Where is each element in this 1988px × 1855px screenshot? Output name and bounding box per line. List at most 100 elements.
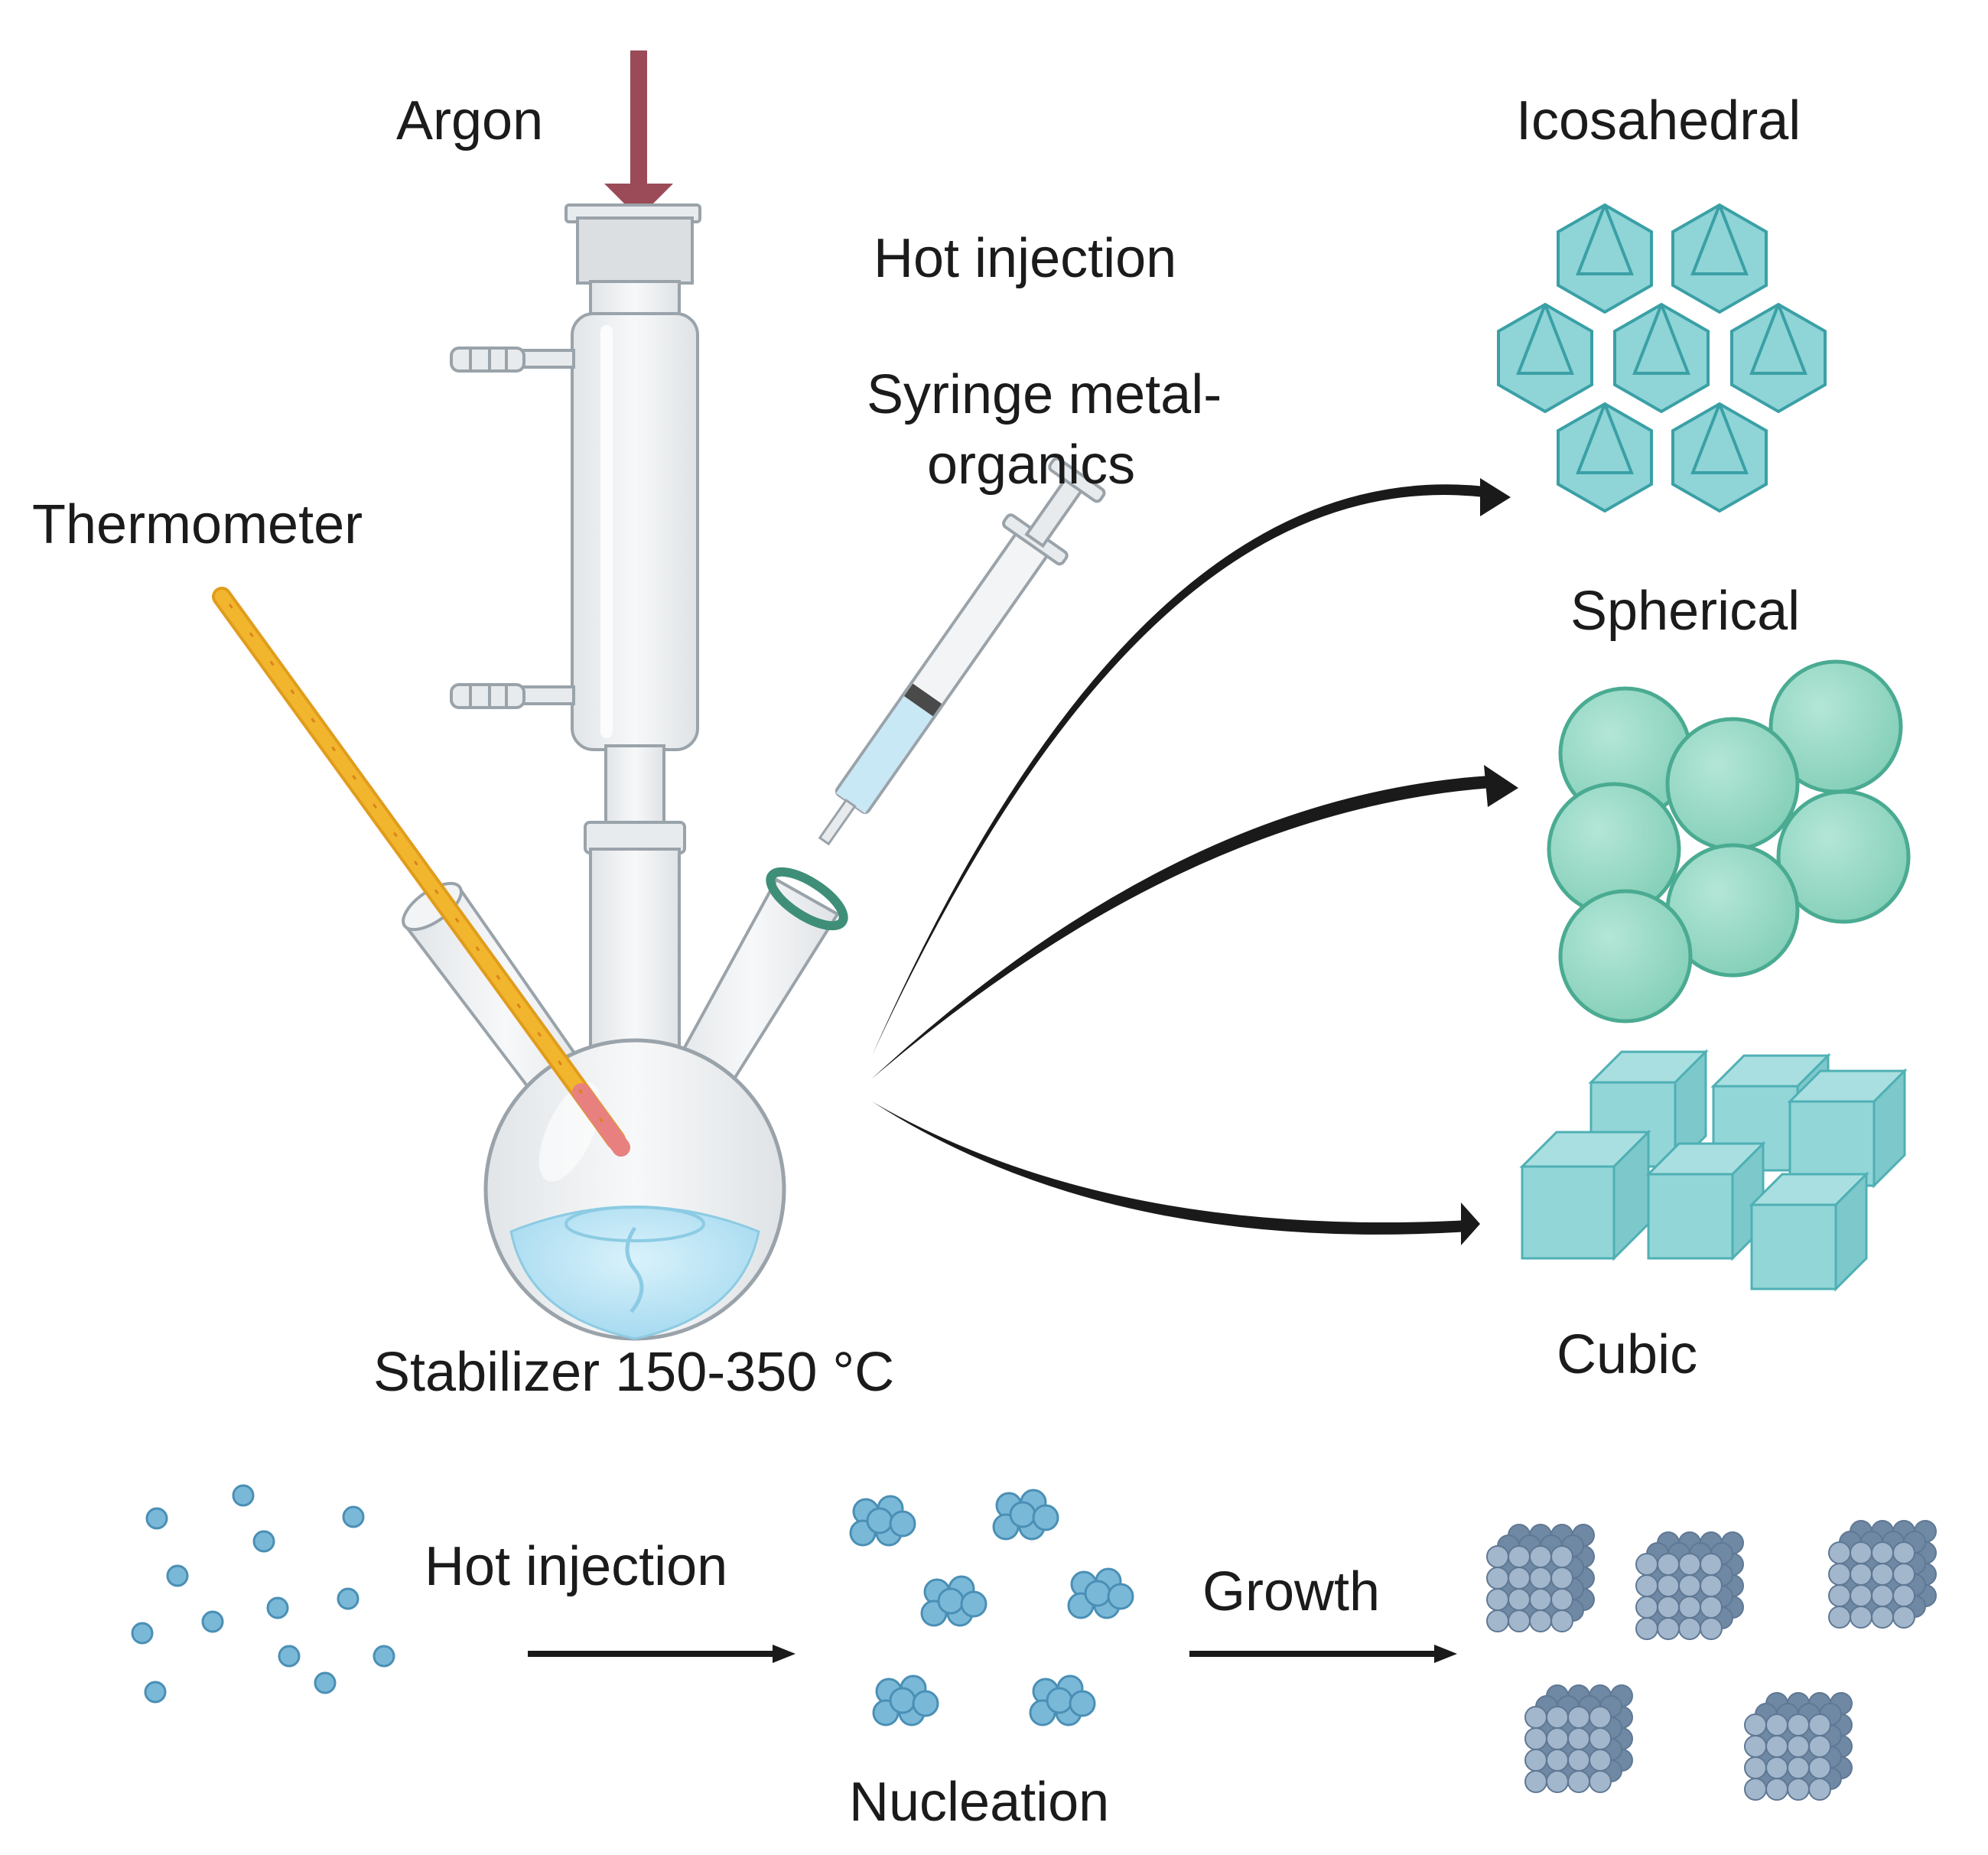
lattice-atom bbox=[1892, 1563, 1915, 1586]
lattice-atom bbox=[1871, 1584, 1894, 1607]
lattice-atom bbox=[1529, 1545, 1552, 1568]
lattice-atom bbox=[1635, 1553, 1658, 1576]
lattice-atom bbox=[1700, 1553, 1723, 1576]
lattice-atom bbox=[1744, 1713, 1767, 1736]
lattice-atom bbox=[1765, 1713, 1788, 1736]
lattice-atom bbox=[1678, 1617, 1701, 1640]
lattice-atom bbox=[1765, 1735, 1788, 1758]
lattice-atom bbox=[1744, 1735, 1767, 1758]
spherical-label: Spherical bbox=[1570, 581, 1801, 642]
reflux-condenser-icon bbox=[450, 203, 701, 831]
lattice-atom bbox=[1589, 1749, 1612, 1772]
lattice-atom bbox=[1850, 1606, 1872, 1629]
lattice-atom bbox=[1678, 1596, 1701, 1619]
lattice-atom bbox=[1657, 1553, 1680, 1576]
lattice-atom bbox=[1828, 1584, 1851, 1607]
lattice-atom bbox=[1508, 1609, 1531, 1632]
precursor-atoms bbox=[131, 1484, 395, 1704]
lattice-atom bbox=[1550, 1588, 1573, 1611]
lattice-atom bbox=[1787, 1756, 1810, 1779]
lattice-atom bbox=[1700, 1596, 1723, 1619]
lattice-atom bbox=[1589, 1706, 1612, 1729]
lattice-atom bbox=[1657, 1617, 1680, 1640]
lattice-atom bbox=[1546, 1706, 1569, 1729]
lattice-atom bbox=[1508, 1545, 1531, 1568]
cubic-label: Cubic bbox=[1557, 1324, 1698, 1385]
lattice-atom bbox=[1529, 1588, 1552, 1611]
lattice-atom bbox=[1524, 1706, 1547, 1729]
lattice-atom bbox=[1787, 1735, 1810, 1758]
lattice-atom bbox=[1486, 1609, 1509, 1632]
argon-label: Argon bbox=[396, 90, 544, 151]
nucleation-label: Nucleation bbox=[849, 1772, 1110, 1833]
hot-injection-bottom-label: Hot injection bbox=[425, 1536, 728, 1597]
lattice-atom bbox=[1589, 1727, 1612, 1750]
syringe-label-line1: Syringe metal- bbox=[867, 364, 1222, 425]
lattice-atom bbox=[1787, 1778, 1810, 1801]
crystal-lattice bbox=[1486, 1524, 1595, 1632]
lattice-atom bbox=[1567, 1706, 1590, 1729]
lattice-atom bbox=[1524, 1770, 1547, 1793]
fan-arrows bbox=[872, 478, 1518, 1245]
lattice-atom bbox=[1765, 1756, 1788, 1779]
lattice-atom bbox=[1524, 1727, 1547, 1750]
upper-hose-barb bbox=[450, 347, 575, 373]
lattice-atom bbox=[1700, 1574, 1723, 1597]
spherical-cluster bbox=[1547, 659, 1911, 1024]
lattice-atom bbox=[1828, 1606, 1851, 1629]
thermometer-icon bbox=[212, 587, 630, 1157]
thermometer-label: Thermometer bbox=[32, 494, 363, 555]
lattice-atom bbox=[1850, 1541, 1872, 1564]
lattice-atom bbox=[1808, 1778, 1831, 1801]
lattice-atom bbox=[1892, 1541, 1915, 1564]
lattice-atom bbox=[1657, 1596, 1680, 1619]
crystal-lattice bbox=[1524, 1684, 1633, 1793]
lattice-atom bbox=[1508, 1567, 1531, 1590]
lattice-atom bbox=[1678, 1553, 1701, 1576]
syringe-icon bbox=[766, 457, 1106, 931]
lattice-atom bbox=[1828, 1563, 1851, 1586]
growth-label: Growth bbox=[1202, 1561, 1381, 1622]
nucleation-clusters bbox=[849, 1489, 1134, 1726]
lattice-atom bbox=[1871, 1563, 1894, 1586]
lattice-atom bbox=[1700, 1617, 1723, 1640]
lattice-atom bbox=[1567, 1770, 1590, 1793]
lattice-atom bbox=[1808, 1735, 1831, 1758]
cubic-cluster bbox=[1519, 1049, 1908, 1292]
lattice-atom bbox=[1892, 1584, 1915, 1607]
lower-hose-barb bbox=[450, 683, 575, 709]
lattice-atom bbox=[1635, 1596, 1658, 1619]
lattice-atom bbox=[1589, 1770, 1612, 1793]
lattice-atom bbox=[1529, 1567, 1552, 1590]
lattice-atom bbox=[1678, 1574, 1701, 1597]
lattice-atom bbox=[1546, 1749, 1569, 1772]
lattice-atom bbox=[1546, 1727, 1569, 1750]
lattice-atom bbox=[1850, 1563, 1872, 1586]
crystal-lattice bbox=[1635, 1531, 1744, 1640]
lattice-atom bbox=[1550, 1567, 1573, 1590]
lattice-atom bbox=[1486, 1545, 1509, 1568]
crystal-lattice bbox=[1828, 1520, 1937, 1629]
lattice-atom bbox=[1808, 1713, 1831, 1736]
lattice-atom bbox=[1871, 1541, 1894, 1564]
crystal-lattice bbox=[1744, 1692, 1853, 1801]
lattice-atom bbox=[1850, 1584, 1872, 1607]
icosahedral-cluster bbox=[1497, 203, 1827, 513]
lattice-atom bbox=[1486, 1588, 1509, 1611]
bottom-arrows bbox=[528, 1645, 1457, 1663]
syringe-label-line2: organics bbox=[927, 434, 1136, 496]
lattice-atom bbox=[1657, 1574, 1680, 1597]
lattice-atom bbox=[1508, 1588, 1531, 1611]
hot-injection-top-label: Hot injection bbox=[874, 228, 1177, 289]
lattice-atom bbox=[1529, 1609, 1552, 1632]
lattice-atom bbox=[1567, 1727, 1590, 1750]
grown-crystals bbox=[1486, 1520, 1937, 1801]
lattice-atom bbox=[1787, 1713, 1810, 1736]
lattice-atom bbox=[1892, 1606, 1915, 1629]
icosahedral-label: Icosahedral bbox=[1516, 90, 1801, 151]
stabilizer-label: Stabilizer 150-350 °C bbox=[373, 1342, 895, 1403]
lattice-atom bbox=[1808, 1756, 1831, 1779]
lattice-atom bbox=[1635, 1574, 1658, 1597]
lattice-atom bbox=[1744, 1756, 1767, 1779]
